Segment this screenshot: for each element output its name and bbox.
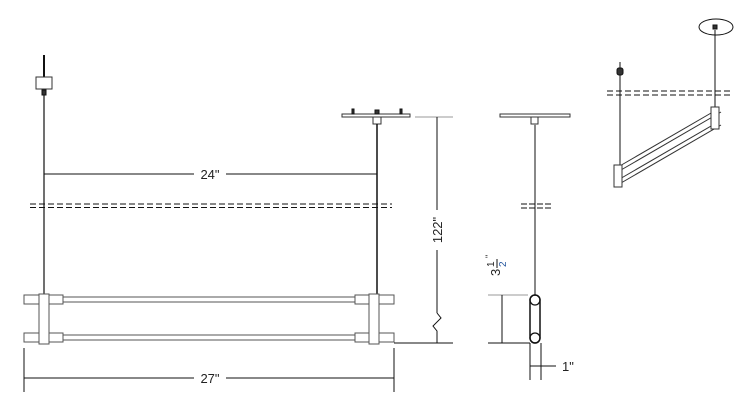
dim-27-label: 27" [200,371,219,386]
dim-24-label: 24" [200,167,219,182]
front-view [23,55,453,392]
pendant-capsule [529,294,541,344]
side-view [488,113,571,380]
fraction-numerator: 1 [486,261,497,267]
dim-3-5-label: 3 1 2 " [484,255,509,276]
left-canopy [35,55,53,96]
fraction-denominator: 2 [498,261,509,267]
dim-1 [529,343,556,380]
perspective-view [607,18,734,188]
dim-122-label: 122" [430,216,445,243]
fraction-unit: " [484,255,494,258]
dim-1-label: 1" [562,359,574,374]
dim-27 [23,348,395,392]
right-canopy [341,108,411,125]
dim-122 [394,116,453,344]
fraction-whole: 3 [488,269,503,276]
fixture-bars [23,293,395,345]
break-line [30,203,392,208]
dim-3-5 [488,294,530,344]
